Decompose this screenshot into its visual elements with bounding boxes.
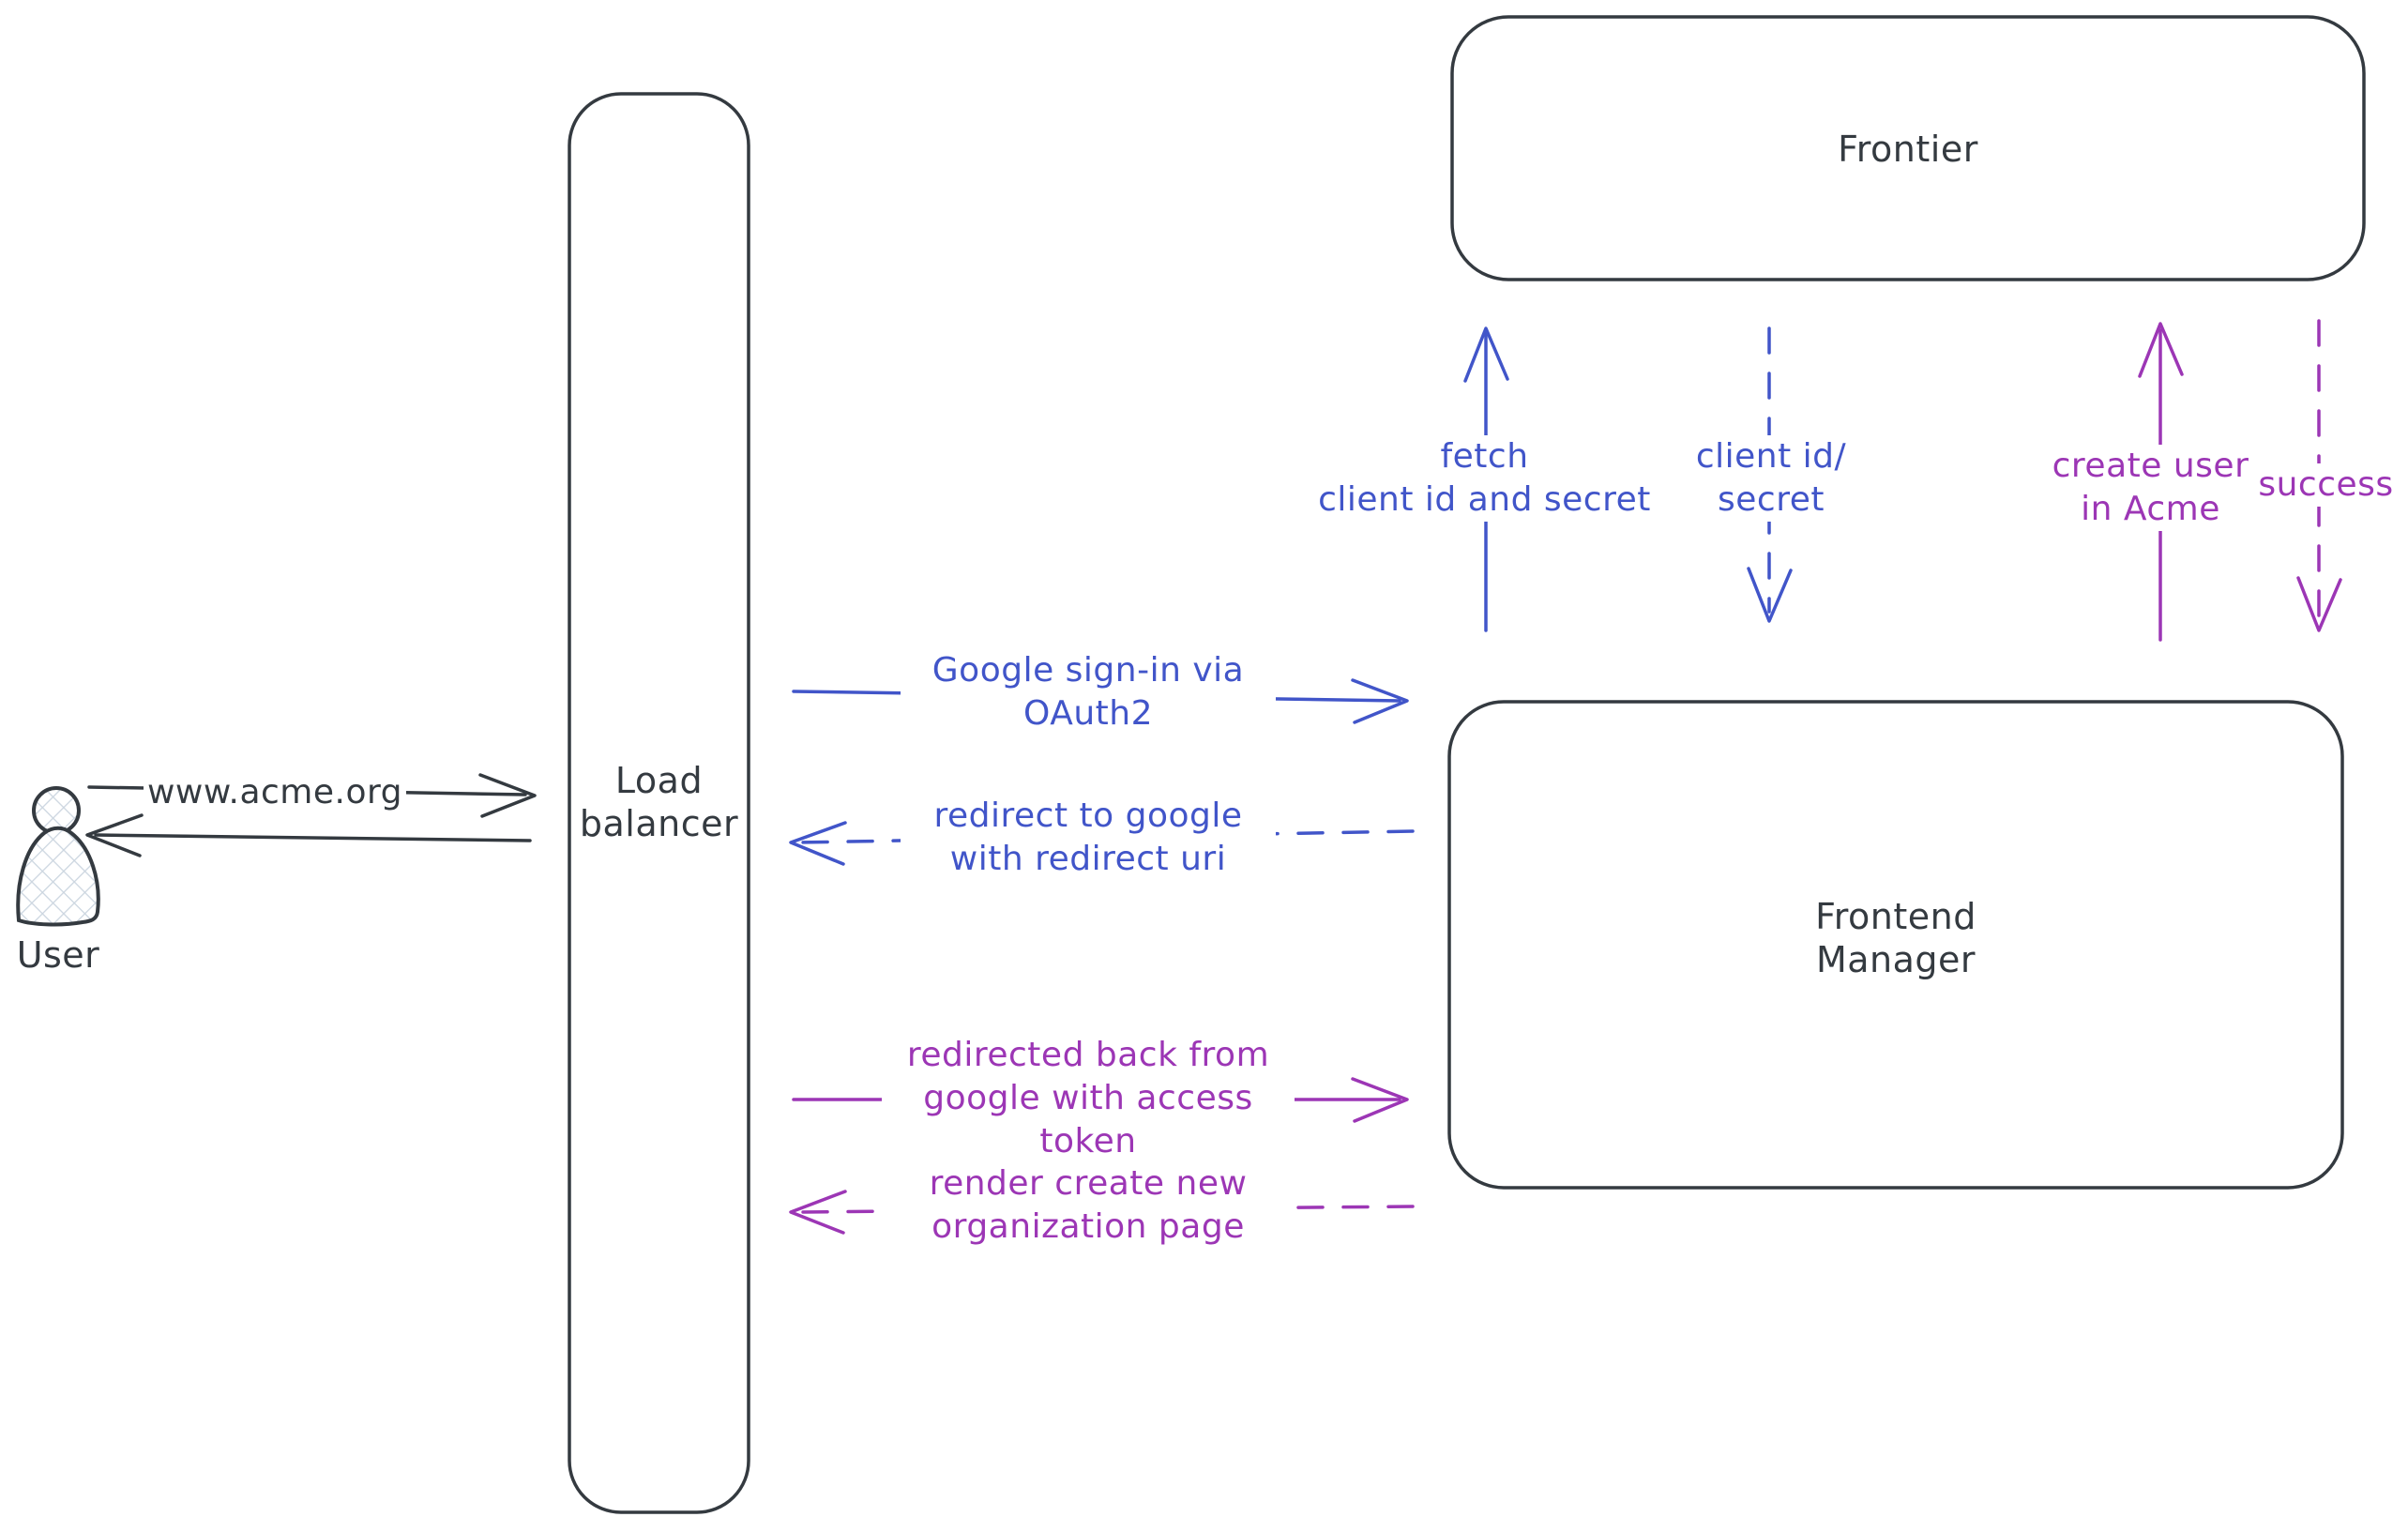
arrow-label-access-token: redirected back from google with access …: [882, 1034, 1295, 1163]
arrowhead-right: [1351, 678, 1409, 724]
user-head: [32, 786, 81, 835]
arrowhead-down: [2296, 576, 2342, 632]
arrowhead-left: [789, 1190, 847, 1235]
arrow-label-redirect: redirect to google with redirect uri: [901, 795, 1276, 881]
arrowhead-left: [85, 813, 144, 857]
user-label: User: [16, 934, 100, 976]
frontier-label: Frontier: [1838, 129, 1978, 170]
load-balancer-box: [568, 92, 750, 1514]
arrow-label-google-signin: Google sign-in via OAuth2: [901, 649, 1276, 736]
frontend-manager-box: [1447, 700, 2344, 1190]
arrow-label-success: success: [2253, 463, 2399, 507]
arrowhead-left: [789, 821, 847, 866]
arrowhead-down: [1747, 567, 1793, 623]
arrowhead-up: [1463, 326, 1509, 383]
arrow-label-client-id: client id/ secret: [1677, 435, 1865, 522]
load-balancer-label: Load balancer: [579, 760, 739, 844]
arrow-label-render-page: render create new organization page: [882, 1162, 1295, 1249]
user-figure: [16, 786, 100, 927]
arrowhead-up: [2138, 322, 2184, 378]
arrowhead-right: [1351, 1077, 1409, 1123]
frontend-manager-label: Frontend Manager: [1815, 896, 1976, 980]
frontier-box: [1450, 15, 2366, 281]
user-body: [16, 826, 100, 927]
arrowhead-right: [478, 773, 537, 818]
arrow-label-fetch-secret: fetch client id and secret: [1299, 435, 1670, 522]
arrow-label-www-acme: www.acme.org: [144, 771, 406, 814]
arrow-label-create-user: create user in Acme: [2026, 445, 2275, 531]
arrow-lb-to-user: [85, 813, 532, 857]
